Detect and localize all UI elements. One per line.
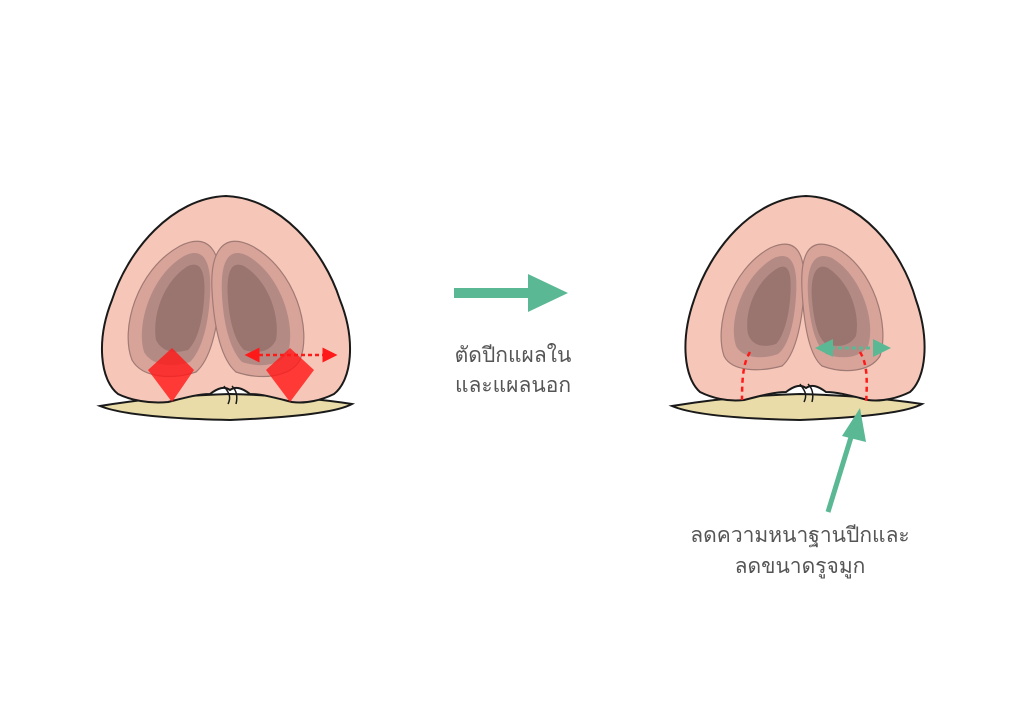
alar-wedge-excision-left — [148, 348, 194, 402]
suture-line-left — [740, 351, 752, 401]
right-nostril-after — [801, 243, 884, 372]
up-arrow-icon — [825, 408, 866, 513]
right-arrow-icon — [454, 274, 568, 312]
procedure-label-line-2: และแผลนอก — [454, 373, 572, 397]
right-nostril-before — [211, 240, 305, 378]
nose-before — [96, 194, 356, 422]
result-label-line-1: ลดความหนาฐานปีกและ — [690, 523, 910, 547]
columella-crease-after — [799, 383, 814, 403]
result-label-line-2: ลดขนาดรูจมูก — [734, 554, 866, 578]
left-nostril-after — [720, 243, 805, 371]
procedure-label-line-1: ตัดปีกแผลใน — [454, 343, 572, 367]
left-nostril-before — [127, 240, 221, 378]
nose-after — [668, 194, 926, 422]
result-label: ลดความหนาฐานปีกและ ลดขนาดรูจมูก — [660, 520, 940, 582]
procedure-label: ตัดปีกแผลใน และแผลนอก — [418, 340, 608, 400]
columella-crease-before — [223, 385, 238, 405]
